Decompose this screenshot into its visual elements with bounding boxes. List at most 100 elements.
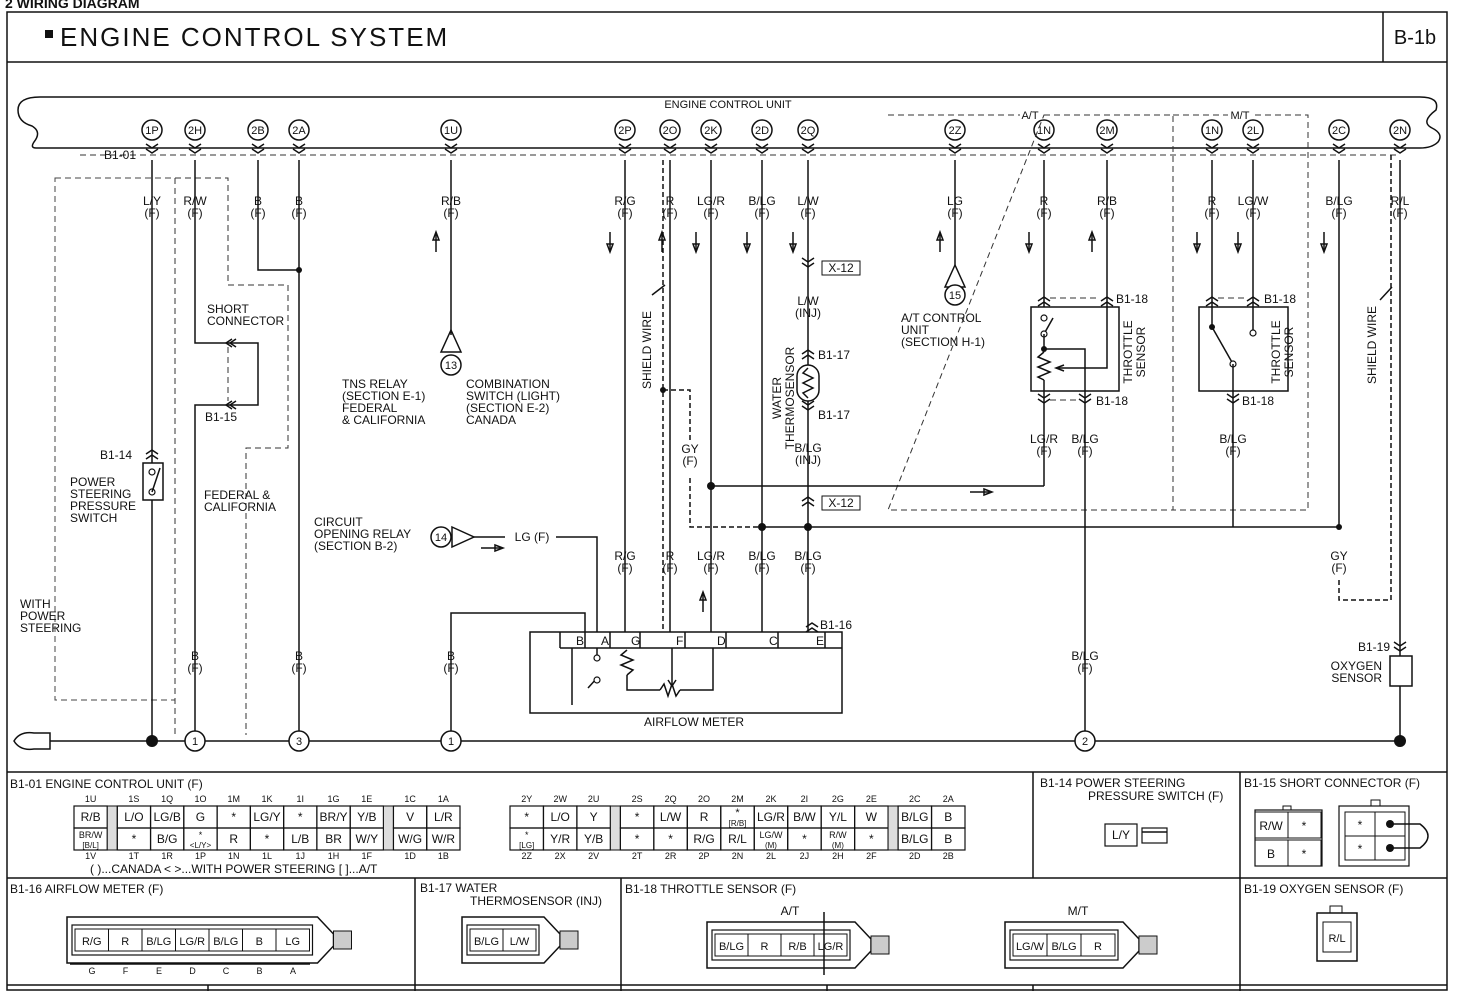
- junction-dot: [660, 387, 666, 393]
- ecu-cell-lower: *: [635, 832, 640, 846]
- bullet-icon: [45, 30, 53, 38]
- ecu-pin-bottom-label: 2L: [766, 851, 776, 861]
- shield-wire-label: SHIELD WIRE: [640, 311, 654, 389]
- mt-group-box: [1173, 114, 1309, 511]
- mt-throttle-connector-frame: [1009, 929, 1119, 961]
- resistor-icon: [659, 681, 681, 699]
- short-connector-cell: [1287, 811, 1322, 839]
- connector-chevron-icon: [145, 449, 159, 455]
- terminal: [593, 676, 601, 684]
- ecu-cell: [930, 827, 966, 851]
- connector-chevron-icon: [801, 496, 815, 502]
- airflow-connector-cell: [275, 928, 310, 952]
- airflow-connector-pin: E: [156, 966, 162, 976]
- ecu-pin-5: 2P: [618, 125, 631, 137]
- ecu-pin-top-label: 1U: [85, 794, 97, 804]
- short-connector-cell-label: *: [1302, 847, 1307, 861]
- ecu-cell-lower: Y/R: [550, 832, 570, 846]
- ecu-pin-bottom-label: 1T: [129, 851, 140, 861]
- airflow-connector-pin: B: [256, 966, 262, 976]
- ecu-pin-top-label: 2G: [832, 794, 844, 804]
- arrow-down-icon: [605, 243, 615, 255]
- ecu-pin-bottom-label: 1N: [228, 851, 240, 861]
- ecu-cell-upper: BR/Y: [320, 810, 348, 824]
- arrow-up-icon: [698, 589, 708, 601]
- connector-chevron-icon: [801, 405, 815, 411]
- wire: [1058, 307, 1108, 369]
- b1-14-title: PRESSURE SWITCH (F): [1088, 789, 1223, 803]
- b1-16-title: B1-16 AIRFLOW METER (F): [10, 882, 163, 896]
- connector-chevron-icon: [801, 148, 815, 154]
- ecu-pin-top-label: 1S: [128, 794, 139, 804]
- ecu-cell-upper: *: [298, 810, 303, 824]
- airflow-pin-label: E: [816, 634, 824, 648]
- ecu-pin-16-circle: [1389, 119, 1411, 141]
- connector-chevron-icon: [1393, 646, 1407, 652]
- water-thermosensor-label: WATER: [770, 377, 784, 419]
- ecu-cell-lower: R: [229, 832, 238, 846]
- b1-18-mt-label: M/T: [1068, 904, 1089, 918]
- wire-color-label: B/LG: [1219, 432, 1246, 446]
- arrow-down-icon: [691, 243, 701, 255]
- mt-throttle-connector-wire-hatch: [1138, 935, 1158, 955]
- junction-dot: [1394, 735, 1406, 747]
- ecu-pin-4-circle: [440, 119, 462, 141]
- oxygen-sensor-label: OXYGEN: [1331, 659, 1382, 673]
- outer-frame: [6, 11, 1448, 991]
- shield-wire-label: SHIELD WIRE: [1365, 306, 1379, 384]
- at-throttle-connector-cell-label: R/B: [788, 941, 806, 953]
- airflow-pin-label: D: [717, 634, 726, 648]
- federal-california-label: CALIFORNIA: [204, 500, 276, 514]
- ecu-cell-upper: R: [700, 810, 709, 824]
- connector-chevron-icon: [801, 501, 815, 507]
- thermosensor-connector-cell-label: L/W: [510, 936, 530, 948]
- b1-18-at-label: A/T: [781, 904, 800, 918]
- ecu-pin-10: 2Z: [949, 125, 962, 137]
- connector-chevron-icon: [1246, 148, 1260, 154]
- terminal: [1040, 314, 1048, 322]
- junction-dot: [296, 267, 302, 273]
- ecu-cell-upper: V: [406, 810, 414, 824]
- ecu-pin-9: 2Q: [801, 125, 816, 137]
- ecu-cell-upper: B/W: [793, 810, 816, 824]
- ecu-pin-11-circle: [1033, 119, 1055, 141]
- b1-16-label: B1-16: [820, 618, 852, 632]
- ecu-cell-lower: R/G: [693, 832, 714, 846]
- connector-latch: [1370, 799, 1381, 807]
- hatch-divider: [609, 805, 621, 851]
- b1-15-title: B1-15 SHORT CONNECTOR (F): [1244, 776, 1420, 790]
- ecu-pin-3: 2A: [292, 125, 306, 137]
- ecu-pin-bottom-label: 2B: [943, 851, 954, 861]
- ecu-pin-top-label: 2O: [698, 794, 710, 804]
- ecu-pin-top-label: 1M: [227, 794, 240, 804]
- arrow-right-icon: [983, 487, 995, 497]
- b1-17-title: THERMOSENSOR (INJ): [470, 894, 602, 908]
- page-title: ENGINE CONTROL SYSTEM: [60, 22, 449, 52]
- ecu-pin-top-label: 1I: [297, 794, 305, 804]
- airflow-connector-pin: F: [123, 966, 129, 976]
- connector-chevron-icon: [251, 148, 265, 154]
- water-thermosensor: [796, 364, 820, 402]
- ecu-cell-lower: W/G: [398, 832, 422, 846]
- at-throttle-connector-cell-label: B/LG: [719, 941, 744, 953]
- airflow-connector-frame: [71, 924, 314, 956]
- connector-latch: [1329, 905, 1343, 914]
- ecu-pin-top-label: 1Q: [161, 794, 173, 804]
- connector-chevron-icon: [1037, 393, 1051, 399]
- wire-color-label: LG/R: [697, 549, 725, 563]
- tns-relay-label: FEDERAL: [342, 401, 398, 415]
- wiper-arrow-icon: [667, 679, 677, 688]
- ecu-pin-top-label: 2C: [909, 794, 921, 804]
- ecu-pin-4: 1U: [444, 125, 458, 137]
- with-power-steering-label: WITH: [20, 597, 51, 611]
- b1-18-label: B1-18: [1242, 394, 1274, 408]
- connector-chevron-icon: [1100, 301, 1114, 307]
- b1-18-label: B1-18: [1264, 292, 1296, 306]
- wire-spec-label: (F): [1077, 661, 1092, 675]
- throttle-sensor-label: THROTTLE: [1269, 320, 1283, 383]
- connector-chevron-icon: [801, 143, 815, 149]
- arrow-down-icon: [742, 243, 752, 255]
- short-connector-label: CONNECTOR: [207, 314, 284, 328]
- wire-color-label: B/LG: [1071, 649, 1098, 663]
- ecu-cell-upper: LG/Y: [253, 810, 280, 824]
